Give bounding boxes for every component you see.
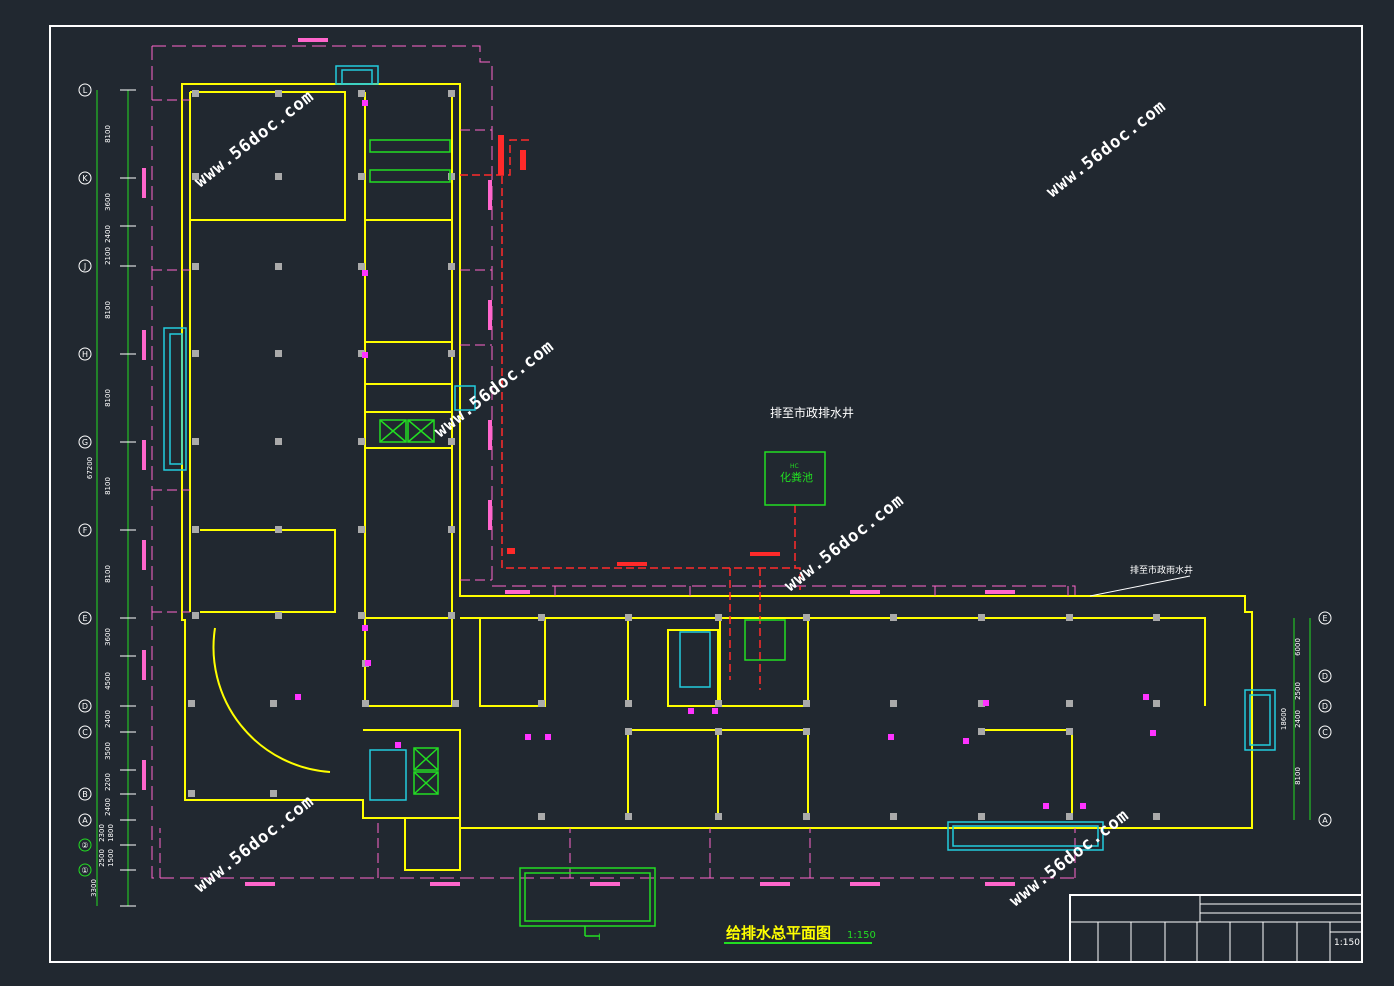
drain-note-2-leader (1089, 575, 1191, 597)
svg-text:3300: 3300 (90, 879, 98, 897)
svg-text:3600: 3600 (104, 628, 112, 646)
sheet-frame (49, 25, 1363, 963)
svg-text:D: D (1322, 672, 1328, 681)
svg-text:F: F (83, 526, 88, 535)
columns (188, 90, 1160, 820)
drain-pipes (152, 99, 1076, 878)
svg-text:C: C (82, 728, 88, 737)
svg-text:4500: 4500 (104, 672, 112, 690)
svg-text:67200: 67200 (86, 457, 94, 479)
svg-text:B: B (82, 790, 88, 799)
svg-text:2400: 2400 (104, 225, 112, 243)
title-block (1069, 894, 1363, 963)
building-walls (181, 83, 1253, 871)
svg-text:www.56doc.com: www.56doc.com (781, 490, 908, 596)
sewer-marks (498, 135, 780, 566)
septic-tank (764, 451, 826, 506)
svg-text:E: E (82, 614, 87, 623)
magenta-markers (295, 100, 1156, 809)
svg-text:8100: 8100 (1294, 767, 1302, 785)
svg-text:J: J (83, 262, 86, 271)
curved-wall (212, 627, 331, 773)
left-axis-labels: L K J H G F E D C B A ② ① (81, 86, 88, 875)
svg-text:www.56doc.com: www.56doc.com (1043, 96, 1170, 202)
scale-box-text: 1:150 (1334, 938, 1360, 948)
svg-text:2400: 2400 (104, 798, 112, 816)
right-dim-chain (1293, 618, 1311, 820)
drawing-title: 给排水总平面图 (726, 924, 831, 942)
right-axis-labels: E D D C A (1322, 614, 1328, 825)
green-fixtures (369, 139, 786, 937)
septic-tank-label: 化粪池 (780, 470, 813, 484)
svg-text:www.56doc.com: www.56doc.com (191, 791, 318, 897)
left-dim-labels: 8100 3600 2400 2100 8100 8100 8100 8100 … (86, 125, 115, 897)
svg-text:2400: 2400 (1294, 710, 1302, 728)
svg-text:G: G (82, 438, 88, 447)
svg-text:www.56doc.com: www.56doc.com (191, 86, 318, 192)
drain-note-1: 排至市政排水井 (770, 405, 854, 420)
svg-text:18600: 18600 (1280, 708, 1288, 730)
svg-text:L: L (83, 86, 88, 95)
svg-text:K: K (82, 174, 88, 183)
left-dim-ticks (120, 89, 136, 907)
site-boundary (151, 45, 1080, 879)
sewer-main (460, 139, 801, 690)
svg-text:D: D (1322, 702, 1328, 711)
svg-text:8100: 8100 (104, 565, 112, 583)
septic-tank-code: HC (790, 463, 799, 470)
svg-text:2500: 2500 (1294, 682, 1302, 700)
svg-text:C: C (1322, 728, 1328, 737)
drawing-scale: 1:150 (847, 930, 876, 941)
svg-text:8100: 8100 (104, 477, 112, 495)
left-axis-bubbles (78, 83, 92, 877)
svg-text:6000: 6000 (1294, 638, 1302, 656)
pink-marks (142, 38, 1015, 886)
right-axis-bubbles (1318, 611, 1332, 827)
svg-text:1800: 1800 (107, 824, 115, 842)
section-mark: I (598, 933, 601, 943)
svg-text:2500: 2500 (98, 849, 106, 867)
svg-text:8100: 8100 (104, 125, 112, 143)
svg-text:H: H (82, 350, 88, 359)
svg-text:3500: 3500 (104, 742, 112, 760)
svg-text:2200: 2200 (104, 773, 112, 791)
svg-text:2300: 2300 (98, 824, 106, 842)
svg-text:①: ① (81, 866, 88, 875)
svg-text:②: ② (81, 841, 88, 850)
cyan-features (163, 65, 1276, 851)
svg-text:2100: 2100 (104, 247, 112, 265)
svg-text:2400: 2400 (104, 710, 112, 728)
svg-text:A: A (1322, 816, 1328, 825)
svg-text:1500: 1500 (107, 849, 115, 867)
svg-text:8100: 8100 (104, 301, 112, 319)
svg-text:E: E (1322, 614, 1327, 623)
svg-text:A: A (82, 816, 88, 825)
left-dim-chain (96, 90, 129, 906)
svg-text:3600: 3600 (104, 193, 112, 211)
svg-text:8100: 8100 (104, 389, 112, 407)
svg-text:D: D (82, 702, 88, 711)
watermarks: www.56doc.com www.56doc.com www.56doc.co… (191, 86, 1170, 911)
right-dim-labels: 6000 2500 2400 8100 18600 (1280, 638, 1302, 785)
drain-note-2: 排至市政雨水井 (1130, 564, 1193, 576)
